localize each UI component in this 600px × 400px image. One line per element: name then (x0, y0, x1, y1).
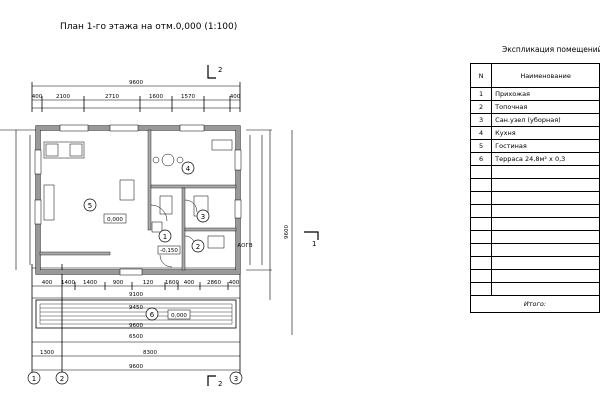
side-dim: 9600 (284, 225, 290, 239)
table-row-empty (469, 256, 600, 270)
mid-dim: 6500 (129, 334, 143, 340)
bottom-dim: 120 (143, 280, 154, 286)
level-mark: -0,150 (160, 248, 178, 254)
spec-total-label: Итого: (470, 295, 600, 313)
room-marker-4: 4 (186, 165, 191, 173)
bottom-dim: 900 (113, 280, 124, 286)
top-dim: 1600 (149, 94, 163, 100)
room-marker-6: 6 (150, 311, 155, 319)
boiler-label: АОГВ (237, 243, 252, 249)
mid-dim: 9100 (129, 292, 143, 298)
table-row-empty (469, 204, 600, 218)
axis-dim: 1300 (40, 350, 54, 356)
bottom-dim: 1600 (165, 280, 179, 286)
room-marker-3: 3 (201, 213, 205, 221)
room-markers: 4 5 1 3 2 6 (83, 161, 210, 321)
section-mark-side: 1 (312, 240, 316, 248)
top-dim: 2710 (105, 94, 119, 100)
top-dim: 400 (230, 94, 241, 100)
bottom-dim: 1400 (61, 280, 75, 286)
room-marker-1: 1 (163, 233, 167, 241)
axis-marker-1: 1 (32, 375, 36, 383)
table-row-empty (469, 282, 600, 296)
table-row-empty (469, 165, 600, 179)
section-marks (207, 65, 319, 386)
bottom-dim: 2860 (207, 280, 221, 286)
table-row-empty (469, 243, 600, 257)
bottom-dim: 400 (184, 280, 195, 286)
spec-header-name: Наименование (491, 63, 600, 88)
bottom-dim: 1400 (83, 280, 97, 286)
top-dim: 400 (32, 94, 43, 100)
level-mark: 0,000 (107, 217, 123, 223)
table-row-empty (469, 178, 600, 192)
mid-dim: 9600 (129, 323, 143, 329)
top-dim: 1570 (181, 94, 195, 100)
section-mark-bottom: 2 (218, 380, 222, 388)
axis-marker-2: 2 (60, 375, 64, 383)
spec-header-num: N (469, 63, 493, 88)
spec-total-row: Итого: (470, 295, 600, 313)
level-mark: 0,000 (171, 313, 187, 319)
axis-markers (27, 371, 243, 385)
spec-title: Экспликация помещений (502, 45, 600, 54)
top-dim: 2100 (56, 94, 70, 100)
table-row-empty (469, 230, 600, 244)
overall-width-dim: 9600 (129, 80, 143, 86)
section-mark-top: 2 (218, 66, 222, 74)
table-row-empty (469, 269, 600, 283)
bottom-dim: 400 (229, 280, 240, 286)
bottom-dim: 400 (42, 280, 53, 286)
walls (34, 124, 242, 329)
table-row-empty (469, 191, 600, 205)
room-marker-5: 5 (88, 202, 92, 210)
axis-dim: 9600 (129, 364, 143, 370)
dimension-lines (0, 85, 293, 371)
axis-marker-3: 3 (234, 375, 238, 383)
table-row-empty (469, 217, 600, 231)
axis-dim: 8300 (143, 350, 157, 356)
room-marker-2: 2 (196, 243, 200, 251)
plan-title: План 1-го этажа на отм.0,000 (1:100) (60, 22, 238, 32)
